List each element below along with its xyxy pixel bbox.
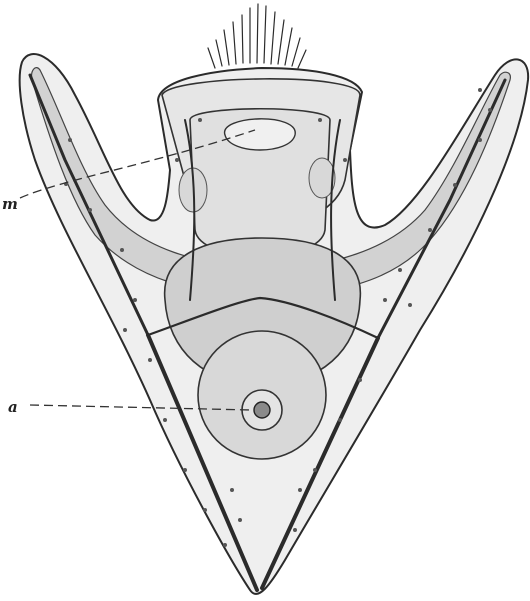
label-m: m [2, 195, 18, 213]
apical-tuft [208, 4, 306, 68]
anus-opening [254, 402, 270, 418]
label-a: a [8, 398, 18, 416]
mouth-opening [225, 119, 296, 150]
